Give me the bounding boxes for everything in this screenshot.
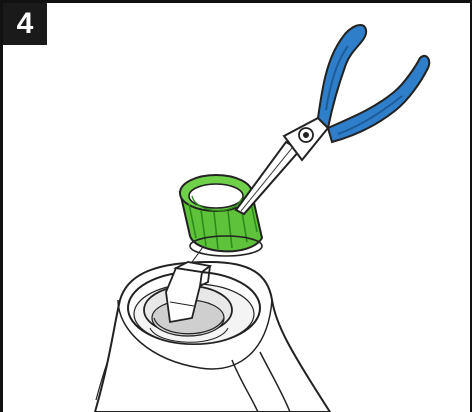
device-body-icon [95, 262, 330, 412]
needle-nose-pliers-icon [236, 25, 429, 214]
green-knurled-nut-icon [180, 175, 262, 256]
